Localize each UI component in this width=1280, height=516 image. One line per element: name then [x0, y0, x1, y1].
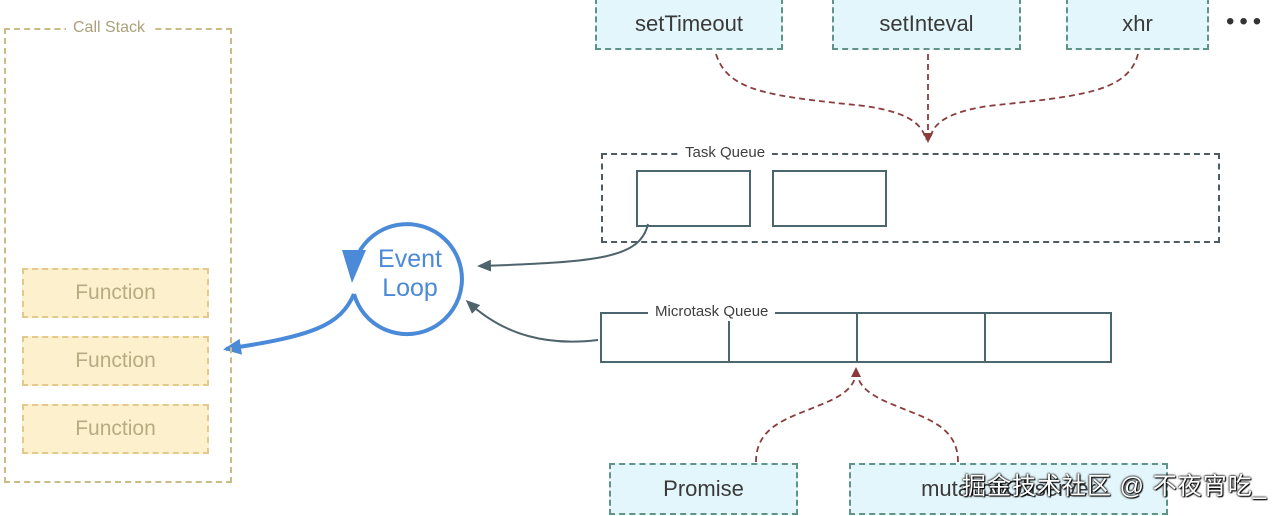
- promise-to-microtask-arrow: [755, 367, 861, 463]
- api-xhr-box: xhr: [1066, 0, 1209, 50]
- call-stack-function-frame: Function: [22, 404, 209, 454]
- call-stack-function-frame: Function: [22, 336, 209, 386]
- event-loop-line1: Event: [378, 245, 442, 273]
- microtask-to-event-loop-arrow: [465, 299, 599, 343]
- site-watermark: 掘金技术社区 @ 不夜宵吃_: [962, 473, 1268, 500]
- event-loop-label: Event Loop: [350, 245, 470, 303]
- settimeout-to-task-queue-arrow: [715, 53, 927, 141]
- microtask-queue-container: [600, 312, 1112, 363]
- task-queue-container: [601, 153, 1220, 243]
- mutation-observer-source-box: mutationObserver: [849, 463, 1168, 515]
- event-loop-line2: Loop: [382, 274, 438, 302]
- microtask-queue-divider: [728, 314, 730, 361]
- task-queue-slot: [636, 170, 751, 227]
- call-stack-title: Call Stack: [66, 18, 153, 38]
- event-loop-to-call-stack-arrow: [223, 293, 356, 355]
- mutationobserver-to-microtask-arrow: [856, 371, 959, 463]
- microtask-queue-divider: [984, 314, 986, 361]
- task-queue-slot: [772, 170, 887, 227]
- task-queue-to-event-loop-arrow: [477, 223, 649, 272]
- microtask-queue-title: Microtask Queue: [648, 303, 776, 321]
- promise-source-box: Promise: [609, 463, 798, 515]
- more-ellipsis-icon: •••: [1226, 8, 1267, 35]
- call-stack-function-frame: Function: [22, 268, 209, 318]
- event-loop-circle-arrowhead: [342, 250, 366, 283]
- api-setinteval-box: setInteval: [832, 0, 1021, 50]
- microtask-queue-divider: [856, 314, 858, 361]
- api-settimeout-box: setTimeout: [595, 0, 783, 50]
- event-loop-circle: [352, 222, 464, 337]
- task-queue-title: Task Queue: [678, 144, 773, 162]
- xhr-to-task-queue-arrow: [929, 53, 1139, 141]
